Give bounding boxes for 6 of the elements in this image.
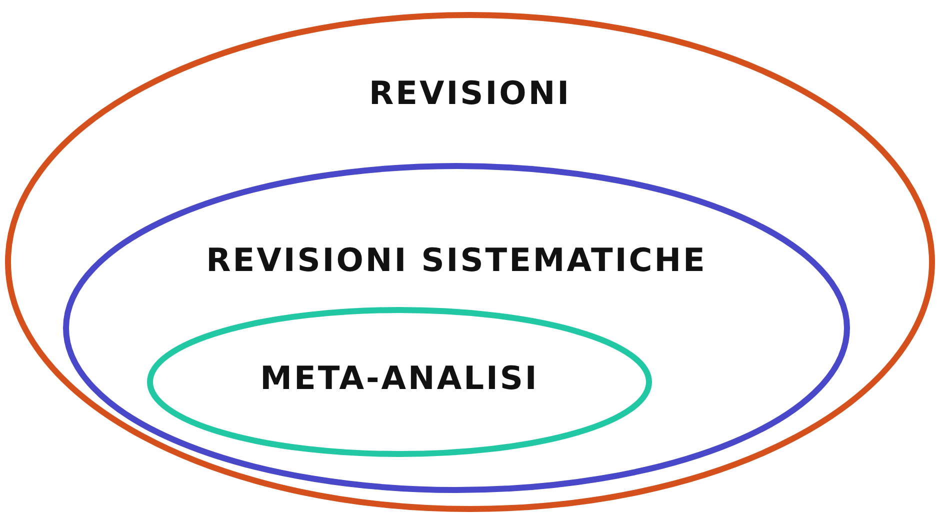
set-ellipse bbox=[5, 12, 935, 512]
set-ellipse bbox=[63, 163, 850, 493]
set-label: META-ANALISI bbox=[260, 359, 539, 397]
set-label: REVISIONI bbox=[368, 74, 571, 112]
set-label: REVISIONI SISTEMATICHE bbox=[206, 241, 707, 279]
set-ellipse bbox=[147, 307, 652, 457]
